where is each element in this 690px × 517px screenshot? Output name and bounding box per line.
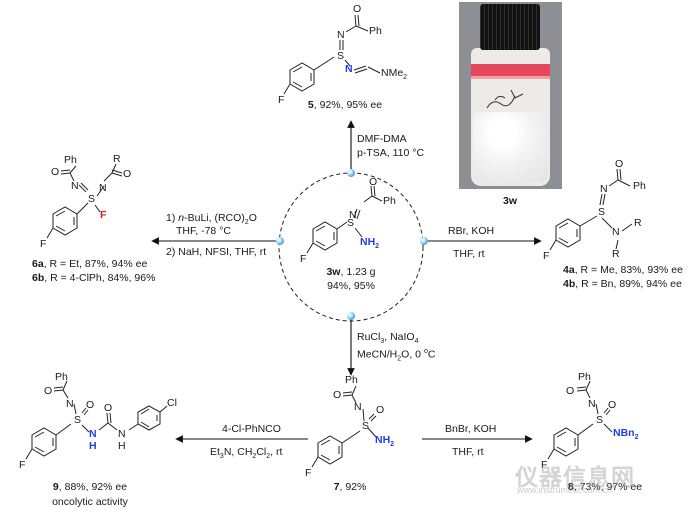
- center-atom-F: F: [300, 253, 307, 265]
- c8-atom-NBn2: NBn2: [613, 427, 639, 442]
- c7-atom-N: N: [354, 401, 362, 413]
- left-atom-S: S: [88, 193, 96, 205]
- down-condition-2: MeCN/H2O, 0 oC: [357, 348, 436, 363]
- right-atom-R1: R: [634, 217, 642, 229]
- c9-atom-NH-blue: N: [89, 428, 97, 440]
- c9-atom-H-blue: H: [89, 440, 97, 452]
- watermark-url: www.instrument.com.cn: [517, 485, 613, 495]
- c9-atom-O-urea: O: [104, 402, 113, 414]
- c7-atom-S: S: [362, 420, 370, 432]
- br-condition-1: BnBr, KOH: [445, 423, 497, 435]
- node-bottom: [347, 312, 355, 320]
- right-label-4b: 4b, R = Bn, 89%, 94% ee: [563, 278, 682, 290]
- down-condition-1: RuCl3, NaIO4: [357, 331, 419, 346]
- c7-atom-O-carbonyl: O: [333, 389, 342, 401]
- bl-condition-2: Et3N, CH2Cl2, rt: [210, 446, 283, 461]
- left-atom-F: F: [40, 238, 47, 250]
- top-atom-Ph: Ph: [369, 25, 382, 37]
- right-atom-N2: N: [612, 226, 620, 238]
- center-atom-NH2: NH2: [360, 236, 380, 251]
- dashed-circle: [278, 172, 424, 322]
- left-atom-R: R: [113, 153, 121, 165]
- bonds: [25, 14, 633, 468]
- c9-atom-S: S: [74, 414, 82, 426]
- c7-atom-O-sulfonyl: O: [376, 404, 385, 416]
- right-condition-2: THF, rt: [453, 248, 485, 260]
- c7-atom-F: F: [305, 467, 312, 479]
- left-label-6a: 6a, R = Et, 87%, 94% ee: [32, 258, 148, 270]
- c9-atom-N-urea: N: [118, 428, 126, 440]
- right-atom-S: S: [598, 206, 606, 218]
- right-atom-Ph: Ph: [633, 180, 646, 192]
- right-condition-1: RBr, KOH: [448, 225, 495, 237]
- c9-atom-O-carbonyl: O: [44, 385, 53, 397]
- c9-label: 9, 88%, 92% ee: [52, 481, 128, 493]
- c8-atom-S: S: [596, 414, 604, 426]
- left-atom-N2: N: [99, 182, 107, 194]
- c8-atom-N: N: [588, 398, 596, 410]
- c9-atom-F: F: [19, 459, 26, 471]
- left-condition-2: THF, -78 °C: [176, 225, 231, 237]
- top-atom-N: N: [337, 29, 345, 41]
- left-atom-Ph: Ph: [64, 154, 77, 166]
- handwritten-structure-drawing: [486, 89, 524, 109]
- c9-note: oncolytic activity: [52, 496, 128, 508]
- center-atom-O: O: [369, 176, 378, 188]
- center-atom-S: S: [347, 217, 355, 229]
- node-top: [347, 169, 355, 177]
- node-left: [276, 237, 284, 245]
- c9-atom-H-urea: H: [118, 440, 126, 452]
- c9-atom-Cl: Cl: [167, 397, 177, 409]
- c9-atom-N: N: [66, 398, 74, 410]
- left-label-6b: 6b, R = 4-ClPh, 84%, 96%: [32, 272, 156, 284]
- c9-atom-Ph: Ph: [55, 371, 68, 383]
- c8-atom-Ph: Ph: [578, 371, 591, 383]
- right-atom-R2: R: [612, 248, 620, 260]
- left-condition-3: 2) NaH, NFSI, THF, rt: [166, 246, 267, 258]
- top-atom-N-blue: N: [345, 63, 353, 75]
- right-atom-N: N: [600, 183, 608, 195]
- c8-atom-O-carbonyl: O: [566, 385, 575, 397]
- vial-label-band-light: [471, 76, 550, 79]
- left-atom-F-red: F: [100, 209, 107, 221]
- c8-label: 8, 73%, 97% ee: [567, 481, 643, 493]
- watermark-text: 仪器信息网: [515, 464, 635, 490]
- photo-caption: 3w: [502, 195, 517, 207]
- vial-cap-ridges: [480, 4, 540, 50]
- left-condition-1: 1) n-BuLi, (RCO)2O: [166, 212, 257, 227]
- top-atom-O: O: [353, 3, 362, 15]
- center-label: 3w, 1.23 g: [326, 266, 376, 278]
- node-right: [420, 237, 428, 245]
- vial-cap: [480, 4, 540, 50]
- c7-atom-NH2: NH2: [375, 434, 395, 449]
- bl-condition-1: 4-Cl-PhNCO: [222, 423, 281, 435]
- top-condition-2: p-TSA, 110 °C: [357, 147, 425, 159]
- right-atom-O: O: [615, 158, 624, 170]
- left-atom-O2: O: [123, 168, 132, 180]
- center-yields: 94%, 95%: [327, 280, 375, 292]
- top-condition-1: DMF-DMA: [357, 133, 407, 145]
- right-atom-F: F: [543, 250, 550, 262]
- left-atom-O1: O: [51, 166, 60, 178]
- left-atom-N1: N: [71, 180, 79, 192]
- right-label-4a: 4a, R = Me, 83%, 93% ee: [563, 264, 683, 276]
- c8-atom-F: F: [541, 459, 548, 471]
- top-atom-NMe2: NMe2: [381, 67, 408, 82]
- c7-atom-Ph: Ph: [345, 374, 358, 386]
- vial-label-band: [471, 64, 550, 76]
- c7-label: 7, 92%: [333, 481, 367, 493]
- top-atom-S: S: [337, 50, 345, 62]
- center-atom-N: N: [349, 209, 357, 221]
- white-powder: [473, 112, 548, 182]
- top-atom-F: F: [278, 94, 285, 106]
- center-atom-Ph: Ph: [383, 195, 396, 207]
- c9-atom-O-sulfonyl: O: [86, 399, 95, 411]
- c8-atom-O-sulfonyl: O: [608, 399, 617, 411]
- br-condition-2: THF, rt: [452, 446, 484, 458]
- top-label: 5, 92%, 95% ee: [307, 99, 383, 111]
- vial-photo: [459, 2, 562, 189]
